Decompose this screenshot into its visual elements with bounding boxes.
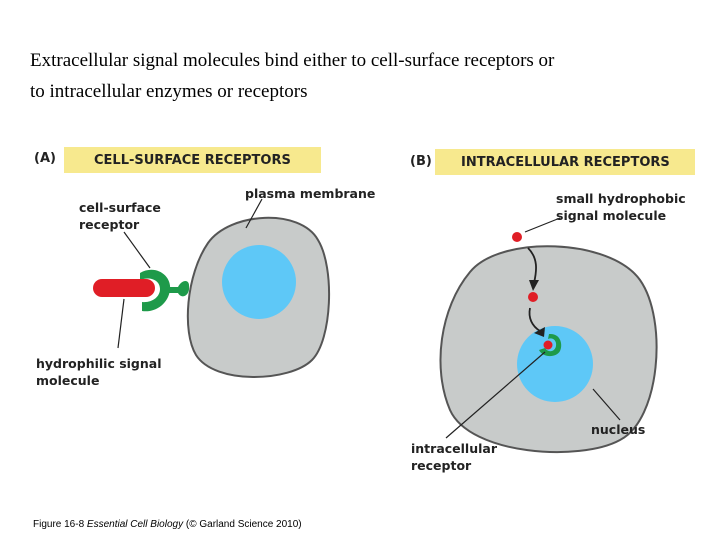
plasma-membrane-label: plasma membrane [245,186,376,201]
small-hydrophobic-label-line-1: small hydrophobic [556,191,686,206]
plasma-membrane-leader [245,198,263,229]
intracellular-receptor-label-line-2: receptor [411,458,472,473]
figure-caption: Figure 16-8 Essential Cell Biology (© Ga… [33,519,302,530]
nucleus-label: nucleus [591,422,646,437]
hydrophilic-signal-label-line-2: molecule [36,373,100,388]
small-molecule-leader [524,217,561,233]
nucleus-leader [592,388,621,421]
intracellular-receptor-label: intracellular receptor [411,440,497,474]
caption-prefix: Figure 16-8 [33,519,85,530]
intracellular-receptor [539,333,562,357]
hydrophilic-signal-label-line-1: hydrophilic signal [36,356,162,371]
hydrophilic-signal-molecule [93,279,155,297]
nuclear-arrow [528,307,541,332]
small-hydrophobic-label-line-2: signal molecule [556,208,667,223]
panel-a-nucleus [222,245,296,319]
slide-title-line-1: Extracellular signal molecules bind eith… [30,50,555,71]
signal-molecule-cytoplasm [528,292,538,302]
entry-arrowhead [529,280,539,291]
caption-credit: (© Garland Science 2010) [185,519,302,530]
slide-title-line-2: to intracellular enzymes or receptors [30,81,308,102]
panel-b-heading: INTRACELLULAR RECEPTORS [435,149,695,175]
panel-b-letter: (B) [410,154,432,169]
entry-arrow [527,247,537,284]
small-hydrophobic-label: small hydrophobic signal molecule [556,190,686,224]
intracellular-receptor-leader [445,351,546,439]
intracellular-receptor-label-line-1: intracellular [411,441,497,456]
signal-molecule-bound [543,340,553,350]
slide-title: Extracellular signal molecules bind eith… [30,45,710,107]
nuclear-arrowhead [534,327,545,337]
panel-a-letter: (A) [34,151,56,166]
signal-molecule-outside [512,232,522,242]
receptor-anchor [166,281,190,297]
cell-surface-receptor-label-line-1: cell-surface [79,200,161,215]
panel-a-heading: CELL-SURFACE RECEPTORS [64,147,321,173]
cell-surface-receptor-label: cell-surface receptor [79,199,161,233]
caption-book-title: Essential Cell Biology [86,519,184,530]
hydrophilic-signal-leader [117,298,125,349]
cell-surface-receptor-leader [123,231,151,269]
cell-surface-receptor-label-line-2: receptor [79,217,140,232]
panel-b-nucleus [517,326,593,402]
hydrophilic-signal-label: hydrophilic signal molecule [36,355,162,389]
cell-surface-receptor [140,269,171,312]
